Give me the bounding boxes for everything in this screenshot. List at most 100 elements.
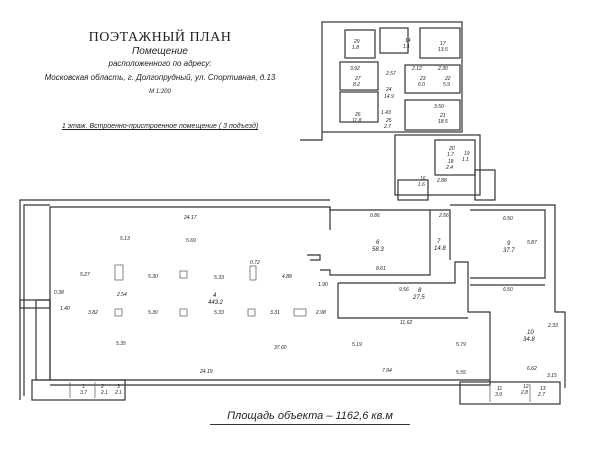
dimension-label: 5.55 — [456, 370, 466, 376]
room-label: 9 — [507, 241, 511, 247]
dimension-label: 14 — [405, 38, 411, 44]
room-label: 34.8 — [523, 337, 535, 343]
dimension-label: 3.92 — [350, 66, 360, 72]
dimension-label: 1.40 — [60, 306, 70, 312]
dimension-label: 2.8 — [520, 390, 528, 396]
plan-title: ПОЭТАЖНЫЙ ПЛАН — [88, 30, 232, 45]
dimension-label: 14.9 — [384, 94, 394, 100]
dimension-label: 5.69 — [186, 238, 196, 244]
dimension-label: 2.57 — [385, 71, 396, 77]
dimension-label: 5.19 — [352, 342, 362, 348]
dimension-label: 5.33 — [214, 310, 224, 316]
dimension-label: 2.1 — [100, 390, 108, 396]
plan-subtitle: Помещение — [132, 46, 188, 57]
dimension-label: 1.1 — [462, 157, 469, 163]
room-label: 58.3 — [372, 247, 384, 253]
dimension-label: 0.38 — [54, 290, 64, 296]
dimension-label: 1.8 — [352, 45, 359, 51]
dimension-label: 23 — [419, 76, 426, 82]
dimension-label: 12 — [523, 384, 529, 390]
dimension-label: 24 — [385, 87, 392, 93]
room-label: 37.7 — [503, 248, 515, 254]
room-label: 10 — [527, 330, 534, 336]
dimension-label: 25 — [385, 118, 392, 124]
dimension-label: 13.5 — [438, 47, 448, 53]
dimension-label: 0.86 — [370, 213, 380, 219]
dimension-label: 8.61 — [376, 266, 386, 272]
dimension-label: 18.5 — [438, 119, 448, 125]
dimension-label: 2.88 — [436, 178, 447, 184]
dimension-label: 1.90 — [318, 282, 328, 288]
dimension-label: 3.50 — [434, 104, 444, 110]
dimension-label: 1.43 — [381, 110, 391, 116]
dimension-label: 5.33 — [214, 275, 224, 281]
dimension-label: 3.31 — [270, 310, 280, 316]
dimension-label: 5.13 — [120, 236, 130, 242]
room-label: 4 — [213, 293, 217, 299]
dimension-label: 5.27 — [80, 272, 90, 278]
dimension-label: 11 — [497, 386, 502, 392]
dimension-label: 2.98 — [315, 310, 326, 316]
dimension-label: 5.87 — [527, 240, 537, 246]
dimension-label: 11.8 — [352, 118, 362, 124]
dimension-label: 9.56 — [399, 287, 409, 293]
dimension-label: 2.1 — [114, 390, 122, 396]
room-label: 14.8 — [434, 246, 446, 252]
dimension-label: 5.35 — [116, 341, 126, 347]
dimension-label: 8.2 — [353, 82, 360, 88]
dimension-label: 3.9 — [495, 392, 502, 398]
dimension-label: 2.33 — [547, 323, 558, 329]
address: Московская область, г. Долгопрудный, ул.… — [44, 73, 276, 82]
room-label: 6 — [376, 240, 380, 246]
dimension-label: 2.7 — [383, 124, 391, 130]
dimension-label: 24.17 — [183, 215, 197, 221]
dimension-label: 22 — [444, 76, 451, 82]
dimension-label: 5.9 — [443, 82, 450, 88]
room-label: 8 — [418, 288, 422, 294]
dimension-label: 3 — [117, 384, 120, 390]
room-label: 443.2 — [208, 300, 224, 306]
walls — [19, 21, 566, 405]
dimension-label: 13 — [540, 386, 546, 392]
dimension-label: 5.30 — [148, 310, 158, 316]
dimension-label: 17 — [440, 41, 446, 47]
located-label: расположенного по адресу: — [108, 59, 212, 68]
room-label: 7 — [437, 239, 441, 245]
dimension-label: 18 — [448, 159, 454, 165]
dimension-label: 19 — [464, 151, 470, 157]
columns — [114, 264, 307, 317]
room-label: 27.5 — [412, 295, 425, 301]
dimension-label: 6.0 — [418, 82, 425, 88]
dimension-label: 2.7 — [537, 392, 545, 398]
dimension-label: 2.30 — [437, 66, 448, 72]
dimension-label: 0.72 — [250, 260, 260, 266]
dimension-label: 1.6 — [418, 182, 425, 188]
dimension-label: 24.19 — [199, 369, 213, 375]
dimension-label: 37.60 — [274, 345, 287, 351]
dimension-label: 1 — [82, 384, 85, 390]
dimension-label: 6.50 — [503, 287, 513, 293]
dimension-label: 2.4 — [445, 165, 453, 171]
dimension-label: 5.79 — [456, 342, 466, 348]
dimension-label: 5.30 — [148, 274, 158, 280]
dimension-label: 2.12 — [411, 66, 422, 72]
dimension-label: 27 — [354, 76, 361, 82]
object-area: Площадь объекта – 1162,6 кв.м — [210, 410, 410, 425]
dimension-label: 11.62 — [400, 320, 412, 326]
dimension-label: 7.94 — [382, 368, 392, 374]
dimension-label: 1.1 — [403, 44, 410, 50]
scale: М 1:200 — [149, 89, 171, 95]
dimension-label: 2 — [100, 384, 104, 390]
dimension-label: 3.15 — [547, 373, 557, 379]
dimension-label: 20 — [448, 146, 455, 152]
dimension-label: 4.88 — [282, 274, 292, 280]
dimension-label: 3.7 — [80, 390, 87, 396]
dimension-label: 16 — [420, 176, 426, 182]
dimension-label: 1.7 — [447, 152, 454, 158]
floor-note: 1 этаж. Встроенно-пристроенное помещение… — [61, 123, 259, 130]
dimension-label: 6.50 — [503, 216, 513, 222]
dimension-label: 2.56 — [438, 213, 449, 219]
